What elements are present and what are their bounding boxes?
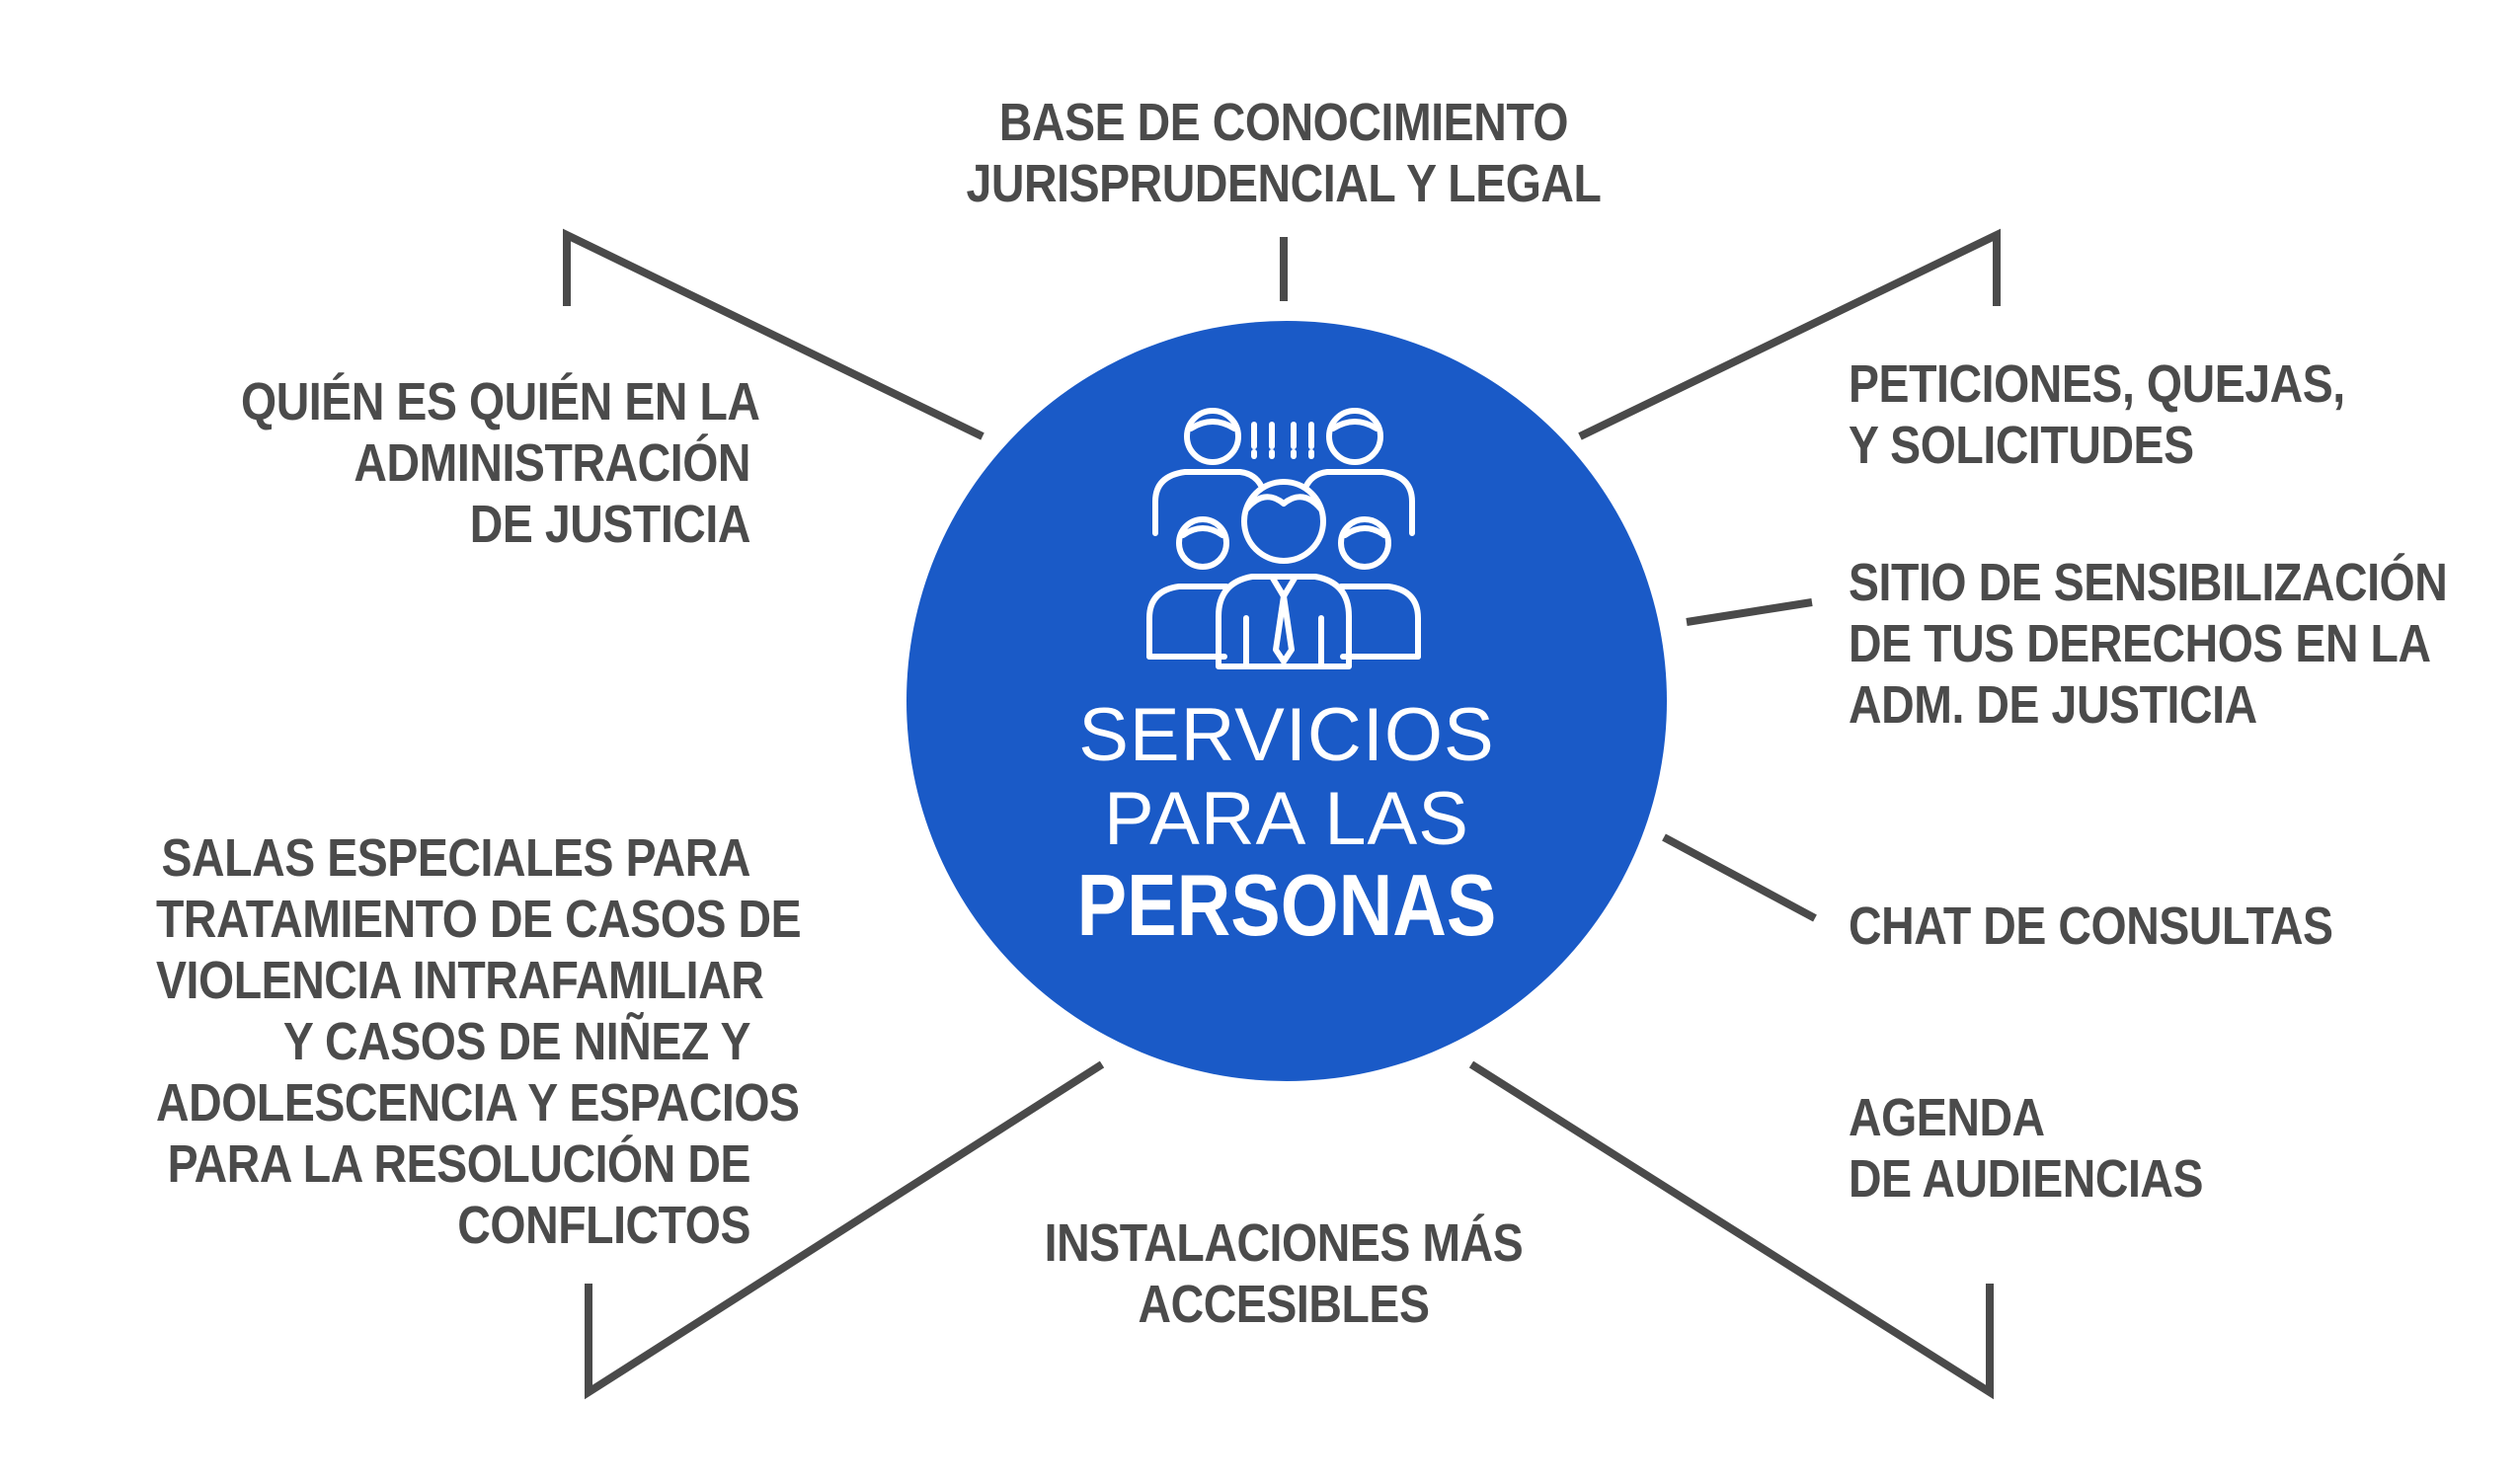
services-hub-circle	[906, 321, 1667, 1081]
service-chat-line1: CHAT DE CONSULTAS	[1849, 897, 2333, 956]
service-quien-es-quien-line3: DE JUSTICIA	[469, 495, 751, 554]
service-agenda-line2: DE AUDIENCIAS	[1849, 1149, 2204, 1209]
connector-chat	[1662, 833, 1817, 922]
service-salas-especiales-line1: SALAS ESPECIALES PARA	[161, 828, 750, 888]
service-salas-especiales-line4: Y CASOS DE NIÑEZ Y	[282, 1012, 751, 1071]
service-salas-especiales-line2: TRATAMIENTO DE CASOS DE	[156, 890, 802, 949]
service-salas-especiales[interactable]: SALAS ESPECIALES PARA TRATAMIENTO DE CAS…	[156, 827, 802, 1256]
connector-sensibilizacion	[1686, 598, 1813, 626]
service-base-conocimiento-line2: JURISPRUDENCIAL Y LEGAL	[966, 154, 1602, 213]
service-salas-especiales-line6: PARA LA RESOLUCIÓN DE	[167, 1134, 751, 1194]
service-peticiones-line2: Y SOLICITUDES	[1849, 416, 2194, 475]
service-salas-especiales-line5: ADOLESCENCIA Y ESPACIOS	[156, 1073, 800, 1133]
service-peticiones-line1: PETICIONES, QUEJAS,	[1849, 354, 2345, 414]
service-chat[interactable]: CHAT DE CONSULTAS	[1849, 896, 2358, 957]
service-sensibilizacion[interactable]: SITIO DE SENSIBILIZACIÓN DE TUS DERECHOS…	[1849, 552, 2448, 736]
hub-title-line1: SERVICIOS	[1078, 693, 1495, 777]
service-agenda-line1: AGENDA	[1849, 1088, 2045, 1147]
hub-title-line3: PERSONAS	[1076, 856, 1497, 954]
service-sensibilizacion-line3: ADM. DE JUSTICIA	[1849, 675, 2257, 735]
connector-salas-especiales	[585, 1060, 1105, 1400]
service-quien-es-quien-line1: QUIÉN ES QUIÉN EN LA	[241, 372, 760, 431]
service-base-conocimiento[interactable]: BASE DE CONOCIMIENTO JURISPRUDENCIAL Y L…	[944, 92, 1623, 214]
service-sensibilizacion-line2: DE TUS DERECHOS EN LA	[1849, 614, 2431, 673]
service-instalaciones-line1: INSTALACIONES MÁS	[1044, 1213, 1524, 1273]
service-instalaciones[interactable]: INSTALACIONES MÁS ACCESIBLES	[944, 1212, 1623, 1335]
service-quien-es-quien-line2: ADMINISTRACIÓN	[354, 433, 750, 493]
hub-title-line2: PARA LAS	[1104, 777, 1469, 861]
service-sensibilizacion-line1: SITIO DE SENSIBILIZACIÓN	[1849, 553, 2448, 612]
service-base-conocimiento-line1: BASE DE CONOCIMIENTO	[998, 93, 1569, 152]
connector-agenda	[1468, 1060, 1994, 1400]
connector-quien-es-quien	[563, 228, 984, 440]
service-agenda[interactable]: AGENDA DE AUDIENCIAS	[1849, 1087, 2358, 1210]
connector-peticiones	[1578, 228, 2001, 440]
service-salas-especiales-line3: VIOLENCIA INTRAFAMILIAR	[156, 951, 764, 1010]
service-salas-especiales-line7: CONFLICTOS	[457, 1196, 750, 1255]
service-quien-es-quien[interactable]: QUIÉN ES QUIÉN EN LA ADMINISTRACIÓN DE J…	[241, 371, 760, 555]
people-group-icon	[1146, 408, 1421, 669]
service-peticiones[interactable]: PETICIONES, QUEJAS, Y SOLICITUDES	[1849, 353, 2358, 476]
service-instalaciones-line2: ACCESIBLES	[1138, 1275, 1430, 1334]
